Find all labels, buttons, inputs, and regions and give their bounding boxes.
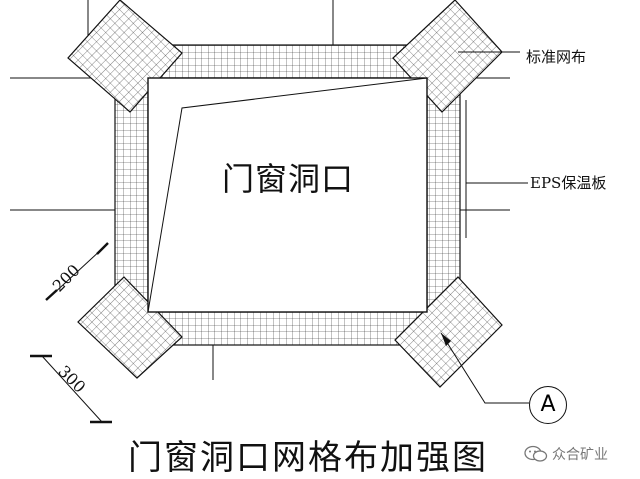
door-window-opening [147,77,428,313]
dimension-300-label: 300 [54,362,89,397]
dimension-200-label: 200 [49,261,84,296]
wechat-icon [524,445,548,462]
eps-leader [465,100,528,238]
dimension-200-lines [45,242,109,301]
eps-board-label: EPS保温板 [530,174,607,192]
corner-reinforcement-bottom-left [77,276,183,379]
corner-reinforcement-bottom-right [394,276,503,388]
watermark-text: 众合矿业 [552,447,608,463]
watermark: 众合矿业 [524,444,608,464]
standard-mesh-label: 标准网布 [526,48,587,66]
detail-marker-a: A [529,386,567,424]
opening-label: 门窗洞口 [222,160,355,198]
dimension-300-lines [30,354,112,424]
diagram-title: 门窗洞口网格布加强图 [128,438,488,478]
opening-diagonal-line [147,77,428,313]
detail-marker-leader [440,332,529,404]
leader-arrowhead [441,333,451,346]
